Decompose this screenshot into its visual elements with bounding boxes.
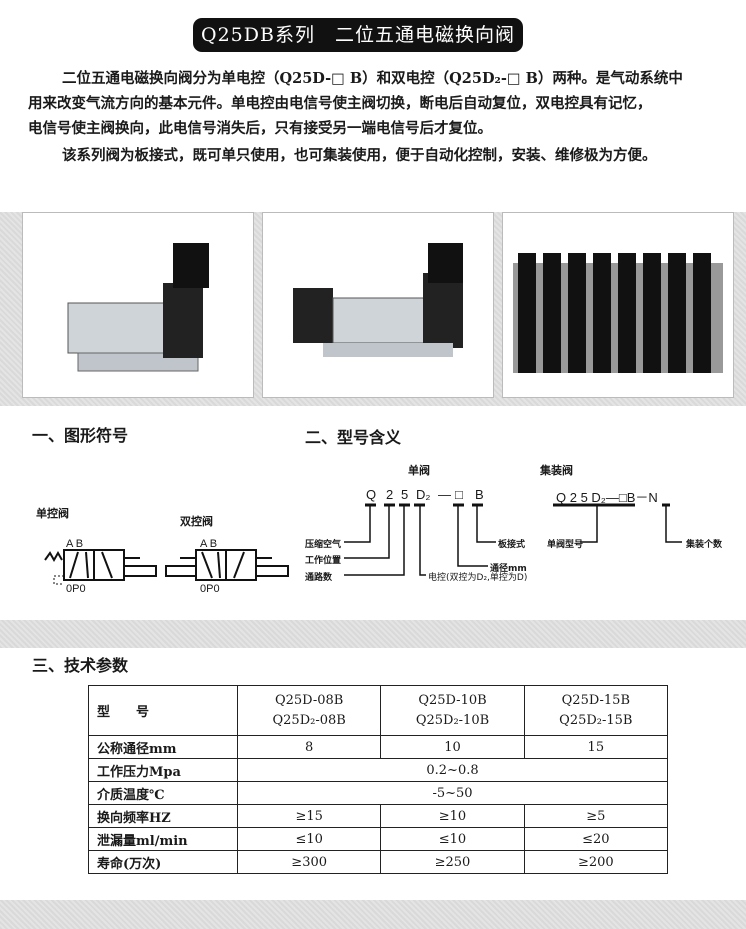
model-code-lines: [344, 503, 682, 576]
note-control: 电控(双控为D₂,单控为D): [428, 573, 528, 583]
cell: ≤10: [380, 827, 525, 851]
note-plate: 板接式: [498, 540, 526, 550]
cell: 10: [380, 735, 525, 759]
header-15b: Q25D-15B Q25D₂-15B: [523, 685, 669, 736]
note-ports: 通路数: [305, 573, 333, 583]
code-dash: —: [438, 487, 451, 502]
spec-table: 型 号 Q25D-08B Q25D₂-08B Q25D-10B Q25D₂-10…: [88, 685, 669, 874]
cell: ≥250: [380, 850, 525, 874]
header-model: 型 号: [88, 685, 238, 736]
header-08b: Q25D-08B Q25D₂-08B: [236, 685, 382, 736]
code-b: B: [475, 487, 484, 502]
section-specs-heading: 三、技术参数: [32, 656, 129, 675]
cell: ≤10: [236, 827, 382, 851]
table-row: 换向频率HZ≥15≥10≥5: [88, 804, 669, 828]
manifold-valve-label: 集装阀: [540, 464, 573, 477]
photo-manifold-valves: [502, 212, 734, 398]
table-row: 寿命(万次)≥300≥250≥200: [88, 850, 669, 874]
table-header-row: 型 号 Q25D-08B Q25D₂-08B Q25D-10B Q25D₂-10…: [88, 685, 669, 736]
cell: ≥200: [523, 850, 669, 874]
table-row: 介质温度℃-5~50: [88, 781, 668, 805]
row-label: 泄漏量ml/min: [88, 827, 238, 851]
intro-line-4: 该系列阀为板接式，既可单只使用，也可集装使用，便于自动化控制，安装、维修极为方便…: [62, 147, 657, 164]
note-compressed-air: 压缩空气: [305, 540, 342, 550]
note-manifold-count: 集装个数: [686, 540, 723, 550]
intro-line-2: 用来改变气流方向的基本元件。单电控由电信号使主阀切换，断电后自动复位，双电控具有…: [28, 95, 652, 112]
row-label: 换向频率HZ: [88, 804, 238, 828]
section-model-heading: 二、型号含义: [305, 428, 402, 447]
row-label: 公称通径mm: [88, 735, 238, 759]
single-valve-label: 单阀: [408, 464, 430, 477]
note-bore: 通径mm: [490, 564, 527, 574]
cell: ≥15: [236, 804, 382, 828]
manifold-code: Q 2 5 D₂—□B－N: [556, 490, 658, 505]
cell: ≤20: [523, 827, 669, 851]
divider-band: [0, 620, 746, 648]
ports-bottom-double: 0P0: [200, 583, 220, 595]
note-positions: 工作位置: [305, 556, 342, 566]
single-control-label: 单控阀: [36, 507, 69, 520]
ports-bottom-single: 0P0: [66, 583, 86, 595]
cell: 0.2~0.8: [237, 758, 668, 782]
footer-band: [0, 900, 746, 929]
photo-double-valve: [262, 212, 494, 398]
header-10b: Q25D-10B Q25D₂-10B: [380, 685, 525, 736]
intro-line-3: 电信号使主阀换向，此电信号消失后，只有接受另一端电信号后才复位。: [28, 120, 492, 137]
cell: ≥10: [380, 804, 525, 828]
section-symbols-heading: 一、图形符号: [32, 426, 129, 445]
code-box: □: [455, 487, 463, 502]
cell: ≥5: [523, 804, 669, 828]
code-q: Q: [366, 487, 377, 502]
photo-single-valve: [22, 212, 254, 398]
intro-line-1: 二位五通电磁换向阀分为单电控（Q25D-□ B）和双电控（Q25D₂-□ B）两…: [62, 70, 683, 87]
cell: ≥300: [236, 850, 382, 874]
cell: 8: [236, 735, 382, 759]
ports-top-single: A B: [66, 538, 84, 550]
row-label: 工作压力Mpa: [88, 758, 238, 782]
code-5: 5: [401, 487, 409, 502]
table-row: 泄漏量ml/min≤10≤10≤20: [88, 827, 669, 851]
cell: 15: [523, 735, 669, 759]
note-single-model: 单阀型号: [547, 540, 584, 550]
code-2: 2: [386, 487, 394, 502]
page-title: Q25DB系列 二位五通电磁换向阀: [193, 18, 523, 52]
ports-top-double: A B: [200, 538, 218, 550]
cell: -5~50: [237, 781, 668, 805]
code-d2: D₂: [416, 487, 431, 502]
row-label: 寿命(万次): [88, 850, 238, 874]
valve-symbols: [44, 549, 289, 585]
row-label: 介质温度℃: [88, 781, 238, 805]
double-control-label: 双控阀: [180, 515, 213, 528]
